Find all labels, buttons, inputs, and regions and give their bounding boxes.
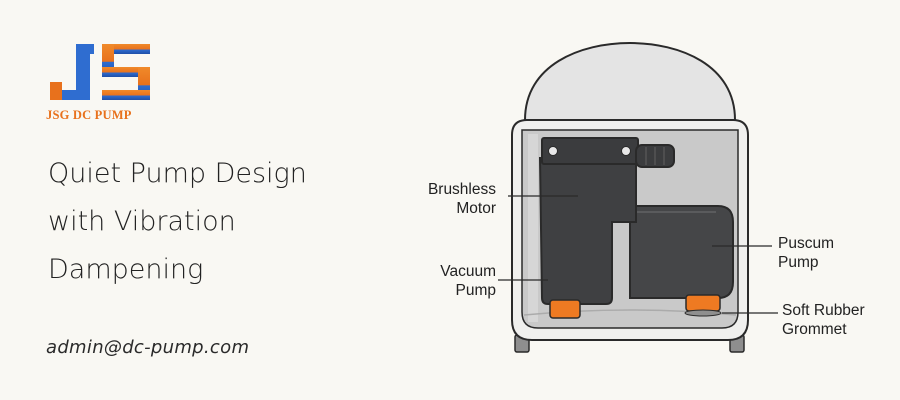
callout-vacuum-pump: Vacuum Pump (440, 263, 496, 299)
motor-block (538, 157, 637, 305)
title-line: Dampening (48, 254, 204, 285)
screw-icon (548, 146, 558, 156)
page-title: Quiet Pump Design with Vibration Dampeni… (48, 150, 378, 294)
grommet-right (685, 294, 721, 312)
title-line: with Vibration (48, 206, 236, 237)
housing-dome (524, 41, 736, 123)
callout-soft-rubber-grommet: Soft Rubber Grommet (782, 302, 865, 338)
screw-icon (621, 146, 631, 156)
callout-puscum-pump: Puscum Pump (778, 235, 834, 271)
brand-logo: JSG DC PUMP (46, 44, 156, 122)
callout-brushless-motor: Brushless Motor (427, 181, 496, 217)
pump-diagram: Brushless Motor Vacuum Pump Puscum Pump … (400, 30, 870, 360)
puscum-pump-barrel (629, 205, 734, 299)
title-line: Quiet Pump Design (48, 158, 307, 189)
grommet-left (549, 299, 581, 319)
brand-name: JSG DC PUMP (46, 108, 132, 122)
jsg-logo-icon (50, 44, 150, 100)
pump-illustration (498, 41, 778, 353)
contact-email[interactable]: admin@dc-pump.com (46, 337, 250, 358)
